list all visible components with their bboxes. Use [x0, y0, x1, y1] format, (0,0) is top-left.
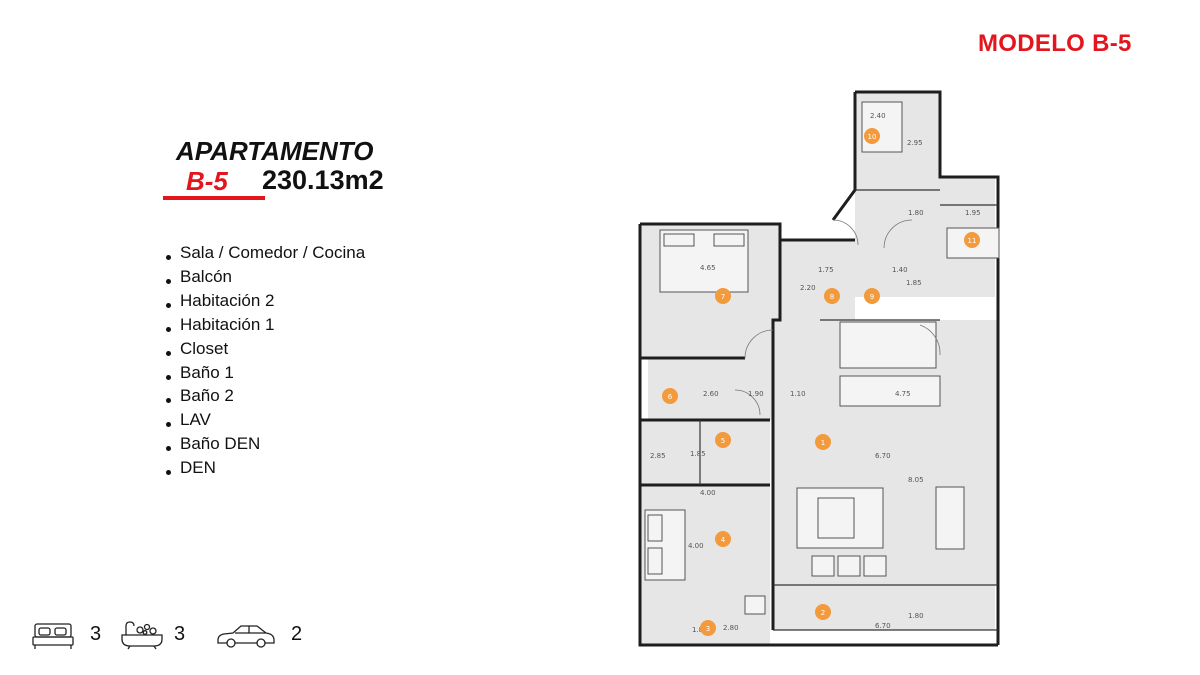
svg-text:1.80: 1.80 [908, 612, 924, 620]
svg-text:1.85: 1.85 [690, 450, 706, 458]
car-icon [217, 625, 275, 648]
apartment-heading: APARTAMENTO [176, 136, 374, 166]
room-item: Habitación 1 [164, 313, 365, 337]
apartment-area: 230.13m2 [262, 165, 384, 195]
svg-text:4.65: 4.65 [700, 264, 716, 272]
svg-text:6.70: 6.70 [875, 622, 891, 630]
svg-text:9: 9 [870, 293, 874, 301]
parking-count: 2 [291, 623, 303, 645]
svg-text:10: 10 [868, 133, 877, 141]
svg-text:2.95: 2.95 [907, 139, 923, 147]
svg-text:2.40: 2.40 [870, 112, 886, 120]
svg-text:4: 4 [721, 536, 726, 544]
apartment-code-underline [163, 196, 265, 200]
apartment-code: B-5 [186, 166, 228, 196]
svg-text:6.70: 6.70 [875, 452, 891, 460]
room-item: Baño DEN [164, 432, 365, 456]
room-item: Baño 1 [164, 361, 365, 385]
svg-text:8: 8 [830, 293, 834, 301]
floor-plan-room-tags: 1 2 3 4 5 6 7 8 9 10 11 [662, 128, 980, 636]
svg-text:2.20: 2.20 [800, 284, 816, 292]
svg-text:1.85: 1.85 [692, 626, 708, 634]
model-title: MODELO B-5 [978, 30, 1132, 57]
bed-icon [32, 623, 74, 649]
bedrooms-count: 3 [90, 623, 102, 645]
bathrooms-count: 3 [174, 623, 186, 645]
svg-text:5: 5 [721, 437, 725, 445]
svg-text:1.40: 1.40 [892, 266, 908, 274]
svg-text:1: 1 [821, 439, 825, 447]
svg-text:4.00: 4.00 [700, 489, 716, 497]
svg-text:2: 2 [821, 609, 825, 617]
floor-plan: 2.40 2.95 1.80 1.95 4.65 2.20 1.75 1.40 … [638, 90, 1000, 647]
svg-text:2.85: 2.85 [650, 452, 666, 460]
room-item: LAV [164, 408, 365, 432]
bathtub-icon [121, 621, 163, 650]
svg-text:11: 11 [968, 237, 977, 245]
room-item: Closet [164, 337, 365, 361]
svg-text:1.95: 1.95 [965, 209, 981, 217]
svg-text:1.10: 1.10 [790, 390, 806, 398]
svg-text:1.90: 1.90 [748, 390, 764, 398]
floor-plan-furniture [644, 101, 1000, 615]
room-item: Habitación 2 [164, 289, 365, 313]
svg-text:1.75: 1.75 [818, 266, 834, 274]
floor-plan-inner-walls [699, 189, 998, 631]
svg-text:4.75: 4.75 [895, 390, 911, 398]
floor-plan-dimensions: 2.40 2.95 1.80 1.95 4.65 2.20 1.75 1.40 … [650, 112, 981, 634]
svg-text:7: 7 [721, 293, 725, 301]
room-item: Sala / Comedor / Cocina [164, 241, 365, 265]
svg-text:6: 6 [668, 393, 673, 401]
room-list: Sala / Comedor / Cocina Balcón Habitació… [164, 241, 365, 480]
svg-text:8.05: 8.05 [908, 476, 924, 484]
room-item: Baño 2 [164, 384, 365, 408]
room-item: Balcón [164, 265, 365, 289]
svg-text:4.00: 4.00 [688, 542, 704, 550]
svg-text:3: 3 [706, 625, 710, 633]
svg-text:2.80: 2.80 [723, 624, 739, 632]
floor-plan-doors [734, 219, 941, 416]
svg-text:1.85: 1.85 [906, 279, 922, 287]
svg-text:1.80: 1.80 [908, 209, 924, 217]
svg-text:2.60: 2.60 [703, 390, 719, 398]
room-item: DEN [164, 456, 365, 480]
